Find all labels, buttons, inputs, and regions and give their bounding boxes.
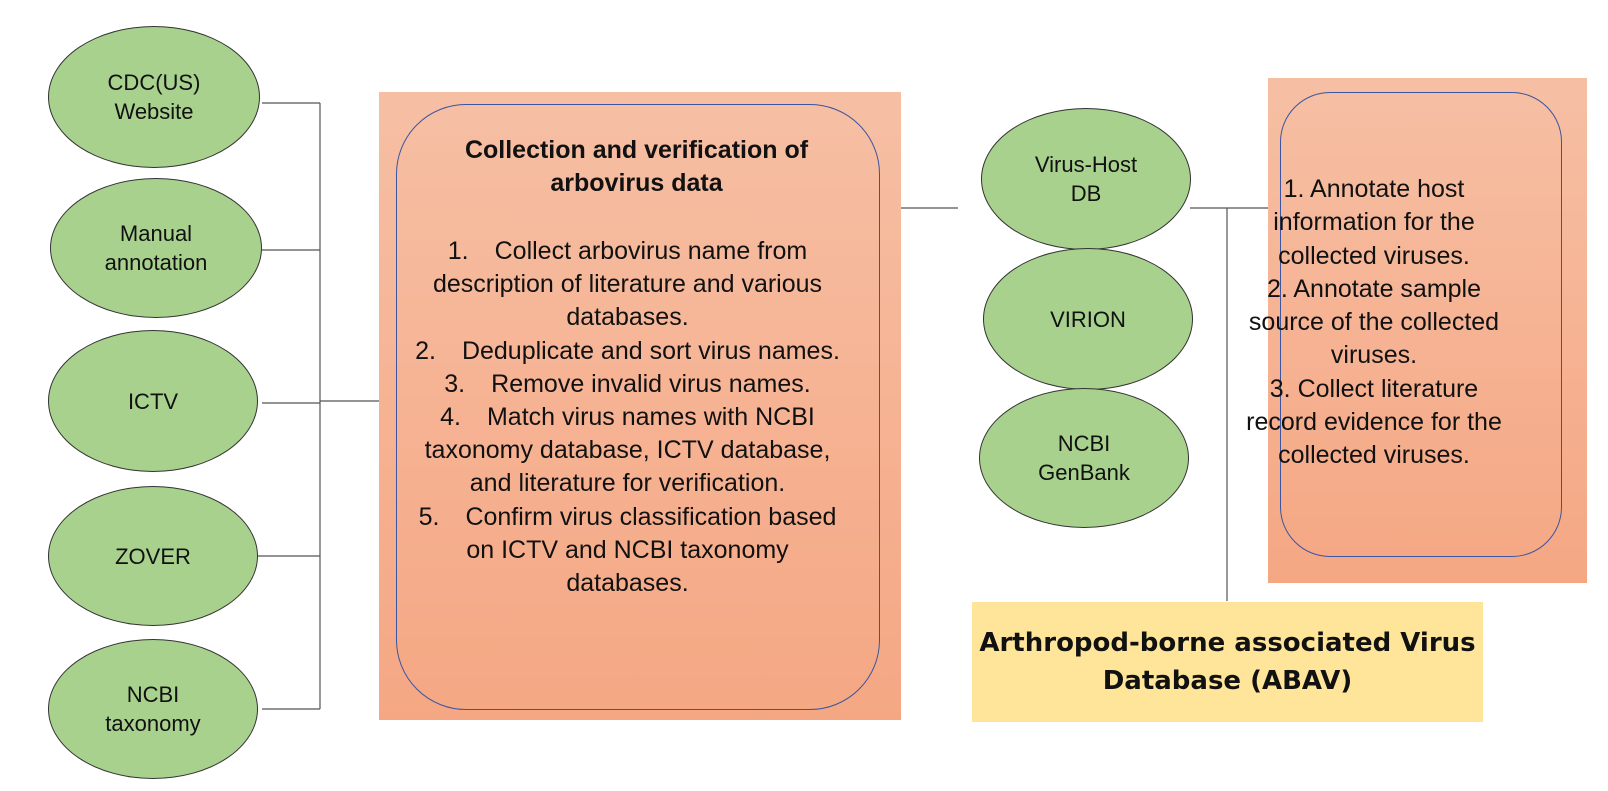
source-label-line: NCBI (126, 682, 180, 707)
collection-step: 2. Deduplicate and sort virus names. (405, 335, 850, 368)
collection-steps: 1.Collect arbovirus name from descriptio… (405, 235, 850, 600)
step-number: 1. (447, 237, 469, 265)
annotation-step: 2. Annotate sample source of the collect… (1248, 274, 1500, 370)
step-number: 5. (418, 502, 440, 531)
annotation-steps: 1. Annotate host information for the col… (1239, 173, 1509, 473)
source-ncbi-taxonomy: NCBI taxonomy (48, 639, 258, 779)
step-number: 4. (440, 403, 461, 432)
collection-step: 5. Confirm virus classification based on … (405, 501, 850, 601)
collection-step: 3. Remove invalid virus names. (405, 368, 850, 401)
collection-title-line: Collection and verification of (464, 136, 809, 164)
annotation-panel (1268, 78, 1587, 583)
step-number: 2. (415, 336, 436, 365)
annotation-step: 1. Annotate host information for the col… (1273, 175, 1475, 270)
source-label-line: DB (1070, 181, 1102, 206)
source-label-line: Manual (119, 221, 193, 246)
source-label-line: NCBI (1057, 431, 1111, 456)
abav-title-line: Arthropod-borne associated Virus (979, 628, 1476, 658)
collection-step: 1.Collect arbovirus name from descriptio… (405, 235, 850, 335)
source-label-line: CDC(US) (107, 70, 201, 95)
step-text: Remove invalid virus names. (491, 369, 811, 398)
annotation-step: 3. Collect literature record evidence fo… (1246, 374, 1502, 470)
source-label-line: VIRION (1050, 306, 1126, 332)
step-text: Confirm virus classification based on IC… (465, 502, 837, 598)
source-label-line: Virus-Host (1034, 152, 1138, 177)
step-text: Collect arbovirus name from description … (432, 237, 823, 332)
source-manual-annotation: Manual annotation (50, 178, 262, 318)
abav-database-box: Arthropod-borne associated Virus Databas… (972, 602, 1483, 722)
collection-panel (379, 92, 901, 720)
source-label-line: ICTV (127, 388, 179, 414)
source-cdc-website: CDC(US) Website (48, 26, 260, 168)
source-label-line: GenBank (1038, 460, 1130, 485)
source-label-line: taxonomy (105, 711, 201, 736)
source-ncbi-genbank: NCBI GenBank (979, 388, 1189, 528)
collection-inner-box (396, 104, 880, 710)
step-text: Deduplicate and sort virus names. (461, 336, 840, 365)
collection-title-line: arbovirus data (550, 169, 723, 197)
abav-title-line: Database (ABAV) (1102, 666, 1353, 696)
source-label-line: annotation (104, 250, 208, 275)
step-number: 3. (444, 369, 466, 398)
annotation-inner-box (1280, 92, 1562, 557)
source-ictv: ICTV (48, 330, 258, 472)
source-zover: ZOVER (48, 486, 258, 626)
source-label-line: Website (114, 99, 194, 124)
source-label-line: ZOVER (115, 543, 191, 569)
collection-title: Collection and verification of arbovirus… (409, 134, 864, 200)
step-text: Match virus names with NCBI taxonomy dat… (424, 403, 831, 498)
source-virion: VIRION (983, 248, 1193, 390)
collection-step: 4.Match virus names with NCBI taxonomy d… (405, 401, 850, 501)
